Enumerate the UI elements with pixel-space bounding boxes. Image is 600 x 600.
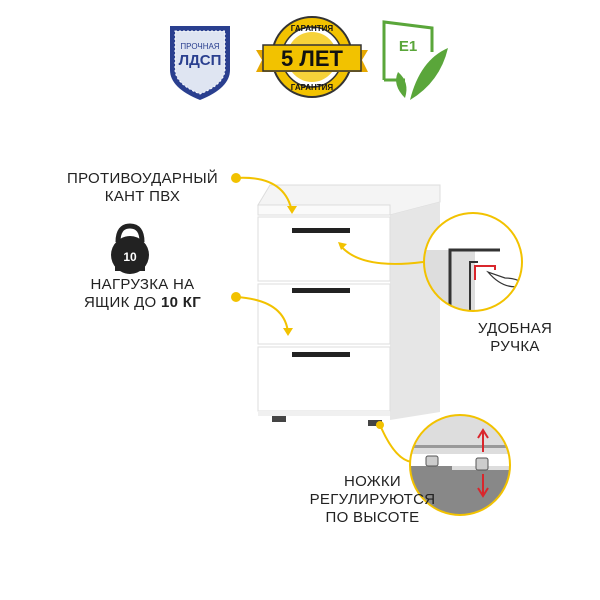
svg-text:5 ЛЕТ: 5 ЛЕТ [281, 46, 343, 71]
leaf-icon [396, 72, 407, 98]
svg-text:ЛДСП: ЛДСП [179, 52, 222, 69]
handle [292, 288, 350, 293]
leg [368, 420, 382, 426]
legs-callout-label: НОЖКИ РЕГУЛИРУЮТСЯ ПО ВЫСОТЕ [309, 473, 436, 526]
svg-text:ГАРАНТИЯ: ГАРАНТИЯ [291, 24, 334, 33]
edge-callout-label: ПРОТИВОУДАРНЫЙ КАНТ ПВХ [66, 170, 219, 205]
nightstand-image [257, 184, 441, 426]
svg-text:E1: E1 [399, 38, 417, 55]
leg [272, 416, 286, 422]
hand-icon [486, 270, 522, 288]
svg-text:ПРОЧНАЯ: ПРОЧНАЯ [180, 42, 219, 51]
warranty-badge: 5 ЛЕТ ГАРАНТИЯ ГАРАНТИЯ [256, 16, 368, 98]
kettlebell-icon: 10 [111, 223, 149, 274]
handle-callout-label: УДОБНАЯ РУЧКА [477, 320, 553, 355]
arrow-up-icon [477, 428, 489, 452]
callout-dots [231, 173, 384, 429]
arrow-down-icon [477, 474, 489, 498]
eco-e1-badge: E1 [382, 20, 448, 100]
chipboard-badge: ПРОЧНАЯ ЛДСП [170, 26, 230, 100]
svg-text:ГАРАНТИЯ: ГАРАНТИЯ [291, 83, 334, 92]
load-callout-label: НАГРУЗКА НА ЯЩИК ДО 10 КГ [84, 276, 201, 311]
leaf-icon [410, 48, 448, 100]
handle [292, 228, 350, 233]
svg-text:10: 10 [123, 250, 137, 264]
handle [292, 352, 350, 357]
